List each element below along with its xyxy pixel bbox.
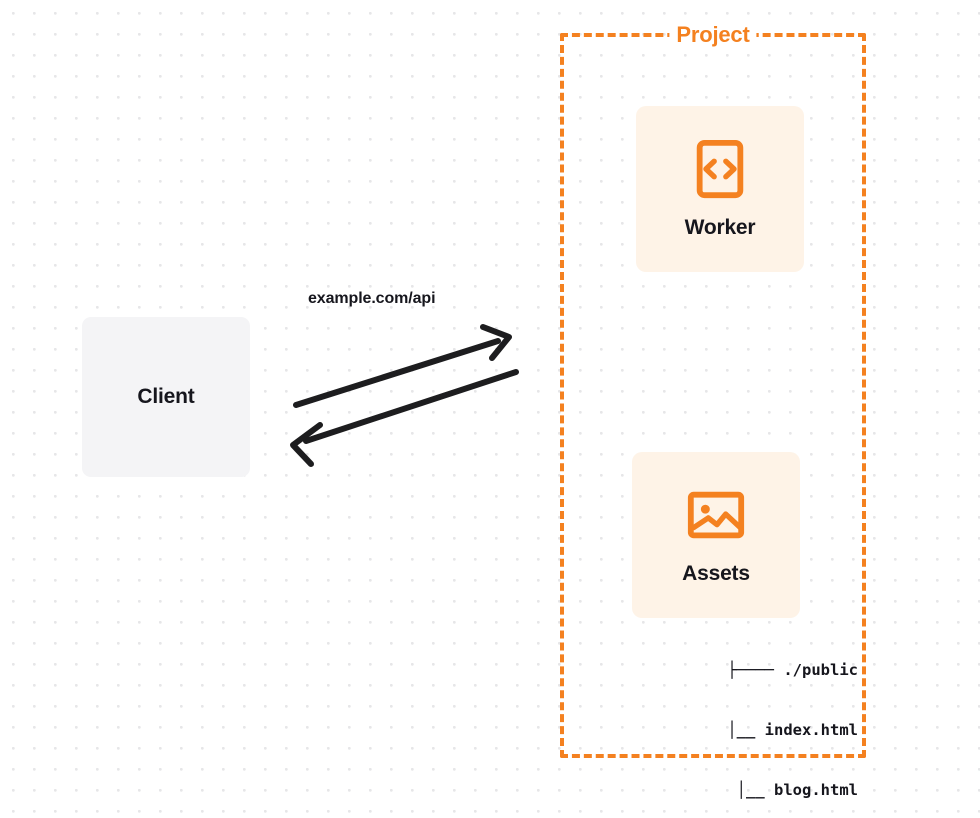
file-tree-name: blog.html <box>774 781 858 799</box>
file-tree-connector: │__ <box>736 781 765 799</box>
connection-label: example.com/api <box>308 290 436 307</box>
assets-card[interactable]: Assets <box>632 452 800 618</box>
image-icon <box>687 491 745 539</box>
file-tree-name: index.html <box>764 721 858 739</box>
request-arrow <box>293 324 512 408</box>
response-arrow <box>290 369 519 467</box>
file-tree-name: ./public <box>783 661 858 679</box>
code-brackets-icon <box>696 139 744 199</box>
client-node[interactable]: Client <box>82 317 250 477</box>
project-container: Project Worker Assets ├──── ./public │__… <box>560 22 866 799</box>
file-tree-connector: ├──── <box>727 661 774 679</box>
client-label: Client <box>137 385 195 408</box>
worker-card[interactable]: Worker <box>636 106 804 272</box>
assets-label: Assets <box>682 562 750 585</box>
worker-label: Worker <box>684 216 756 239</box>
file-tree-row: │__ index.html <box>610 720 860 740</box>
assets-file-tree: ├──── ./public │__ index.html │__ blog.h… <box>610 620 860 818</box>
project-title: Project <box>669 22 757 48</box>
file-tree-connector: │__ <box>727 721 756 739</box>
file-tree-row: ├──── ./public <box>610 660 860 680</box>
file-tree-row: │__ blog.html <box>610 780 860 800</box>
